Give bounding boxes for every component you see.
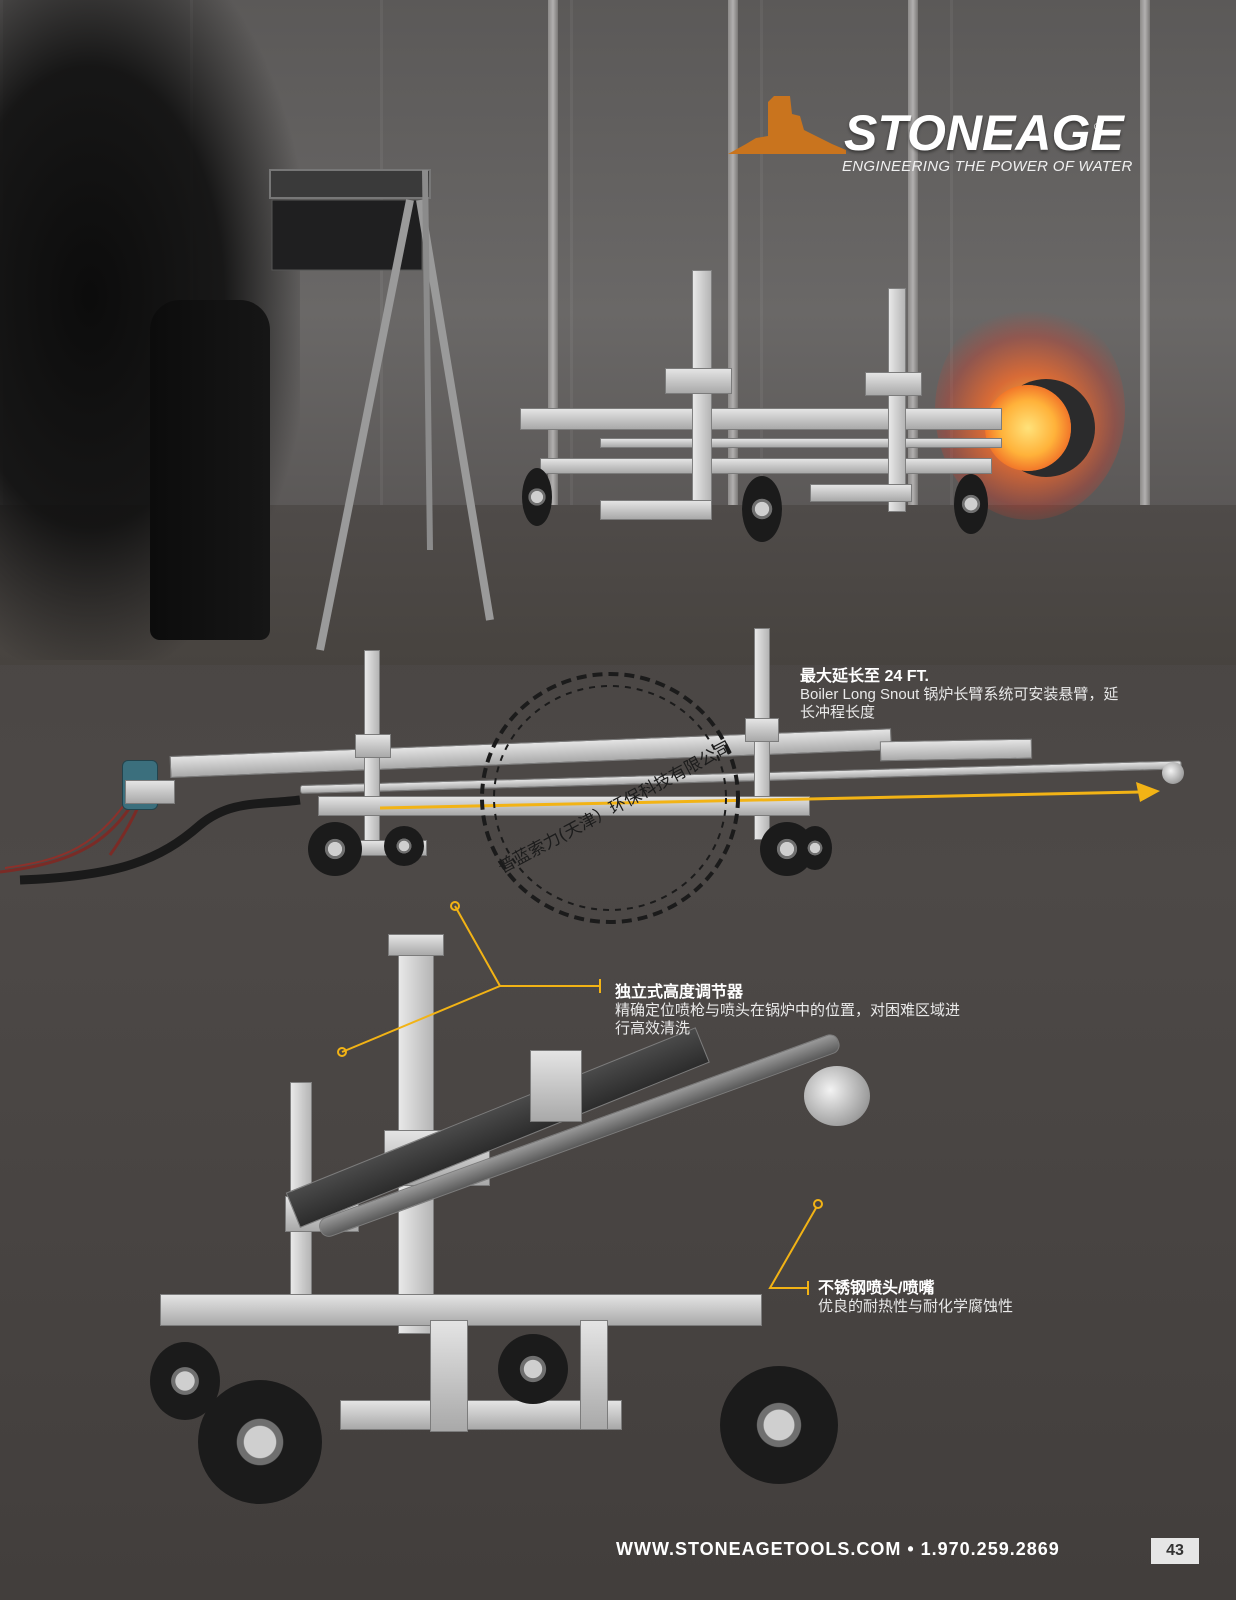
callout-height-body: 精确定位喷枪与喷头在锅炉中的位置，对困难区域进行高效清洗 xyxy=(615,1002,961,1037)
company-stamp: 普蓝索力(天津）环保科技有限公司 xyxy=(480,672,740,924)
wheel-icon xyxy=(522,468,552,526)
callout-height-title: 独立式高度调节器 xyxy=(615,984,744,1001)
brand-tagline: ENGINEERING THE POWER OF WATER xyxy=(842,158,1133,175)
callout-extension-body: Boiler Long Snout 锅炉长臂系统可安装悬臂，延长冲程长度 xyxy=(800,686,1119,721)
callout-nozzle-body: 优良的耐热性与耐化学腐蚀性 xyxy=(818,1298,1014,1315)
callout-leader-lines xyxy=(337,901,823,1295)
callout-extension-value: 24 FT. xyxy=(884,668,929,685)
stand-frame xyxy=(269,169,494,651)
callout-nozzle: 不锈钢喷头/喷嘴 优良的耐热性与耐化学腐蚀性 xyxy=(818,1280,1058,1316)
callout-dot-icon xyxy=(450,901,460,911)
callout-height-adjuster: 独立式高度调节器 精确定位喷枪与喷头在锅炉中的位置，对困难区域进行高效清洗 xyxy=(615,984,965,1038)
registered-mark: ® xyxy=(1094,122,1102,133)
perspective-lance-rig xyxy=(140,890,900,1510)
page-number: 43 xyxy=(1151,1538,1199,1564)
callout-extension: 最大延长至 24 FT. Boiler Long Snout 锅炉长臂系统可安装… xyxy=(800,668,1120,722)
brand-name: STONEAGE xyxy=(844,105,1124,161)
footer-url-phone: WWW.STONEAGETOOLS.COM • 1.970.259.2869 xyxy=(616,1539,1060,1559)
top-scene-lance-rig xyxy=(480,240,1020,560)
callout-extension-title: 最大延长至 xyxy=(800,668,885,685)
operator-legs xyxy=(150,300,270,640)
stamp-text: 普蓝索力(天津）环保科技有限公司 xyxy=(495,737,735,877)
mesa-logo-icon xyxy=(728,96,846,154)
stoneage-logo: STONEAGE ® ENGINEERING THE POWER OF WATE… xyxy=(728,92,1148,192)
arrow-right-icon xyxy=(380,782,1160,810)
callout-nozzle-title: 不锈钢喷头/喷嘴 xyxy=(818,1280,935,1297)
